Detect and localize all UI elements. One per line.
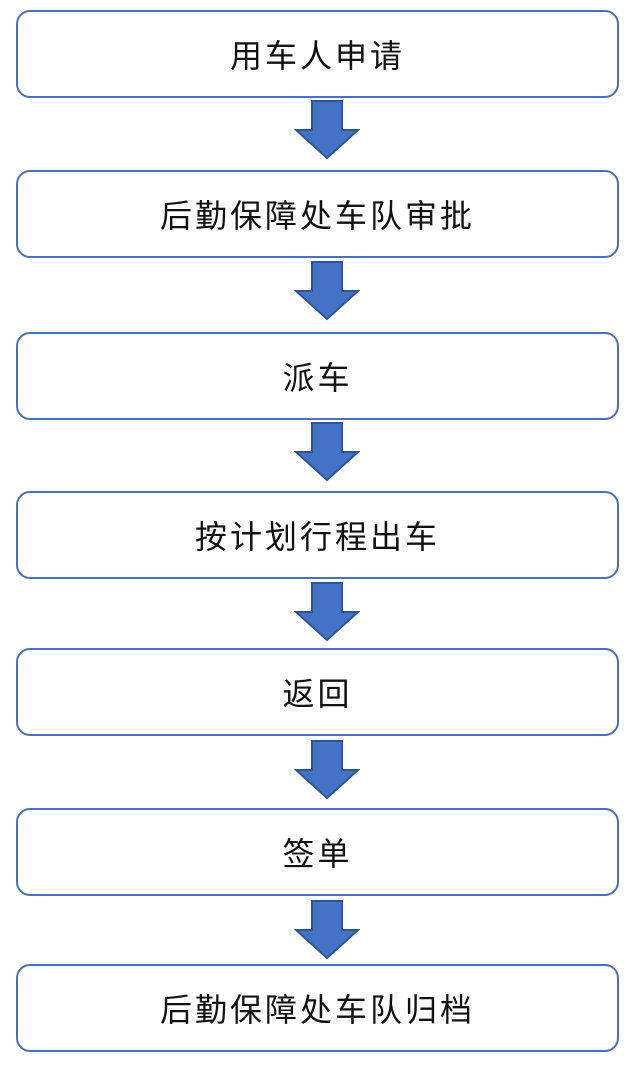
step-label-2: 后勤保障处车队审批 — [159, 197, 475, 235]
step-label-5: 返回 — [282, 675, 353, 713]
down-arrow-icon — [294, 582, 360, 642]
step-box-7: 后勤保障处车队归档 — [16, 964, 619, 1052]
down-arrow-icon — [294, 422, 360, 482]
step-box-4: 按计划行程出车 — [16, 491, 619, 579]
step-box-3: 派车 — [16, 332, 619, 420]
step-label-1: 用车人申请 — [229, 37, 405, 75]
step-box-1: 用车人申请 — [16, 10, 619, 98]
step-box-5: 返回 — [16, 648, 619, 736]
step-box-6: 签单 — [16, 808, 619, 896]
down-arrow-icon — [294, 261, 360, 321]
down-arrow-icon — [294, 900, 360, 960]
step-label-7: 后勤保障处车队归档 — [159, 991, 475, 1029]
step-label-6: 签单 — [282, 835, 353, 873]
step-box-2: 后勤保障处车队审批 — [16, 170, 619, 258]
down-arrow-icon — [294, 100, 360, 160]
down-arrow-icon — [294, 740, 360, 800]
step-label-4: 按计划行程出车 — [194, 518, 440, 556]
step-label-3: 派车 — [282, 359, 353, 397]
